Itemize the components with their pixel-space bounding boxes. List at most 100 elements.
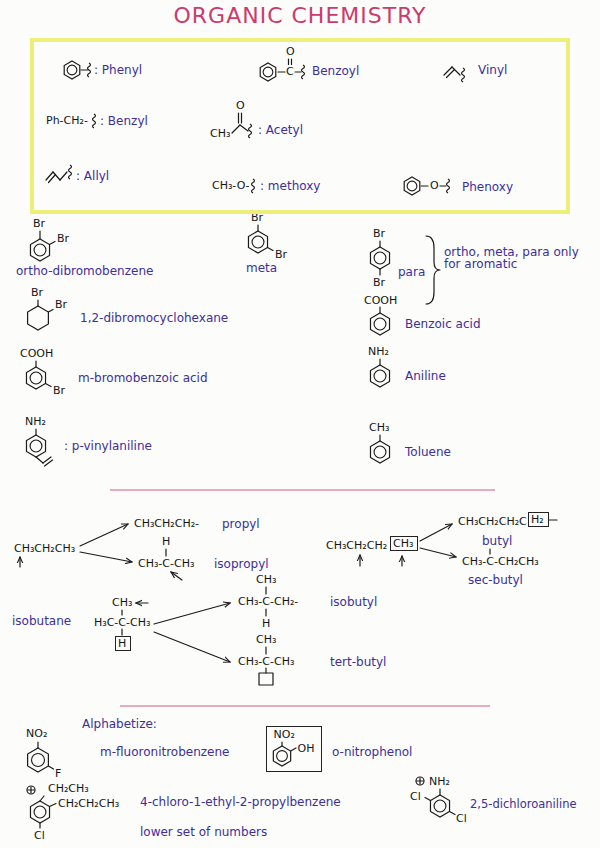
bond: [295, 71, 301, 72]
double-bond: [291, 59, 292, 65]
benzene-ring: [26, 435, 45, 457]
double-bond: [49, 175, 56, 183]
arrow: [80, 552, 132, 562]
chemical-formula: CH₃-O-: [212, 180, 250, 191]
chemical-formula: O: [236, 100, 245, 111]
boxed-atom-text: H₂: [531, 514, 544, 525]
chemical-formula: CH₃-C-CH₃: [138, 558, 194, 569]
compound-name: : p-vinylaniline: [64, 440, 152, 452]
arrow: [80, 524, 128, 546]
benzene-ring: [370, 441, 389, 463]
bond: [50, 242, 56, 245]
bond: [265, 587, 266, 594]
compound-name: isobutane: [12, 615, 71, 627]
compound-name: : methoxy: [260, 180, 320, 192]
divider-line: [110, 489, 495, 490]
bond: [35, 429, 36, 435]
compound-name: : Allyl: [76, 170, 109, 182]
compound-name: isopropyl: [214, 558, 269, 570]
compound-name: propyl: [222, 518, 260, 530]
chemical-formula: CH₃CH₂CH₂C: [458, 516, 527, 527]
bond: [450, 812, 456, 815]
chemical-formula: C: [286, 66, 294, 77]
chemical-formula: H₃C-C-CH₃: [94, 617, 150, 628]
compound-name: isobutyl: [330, 596, 377, 608]
compound-name: Alphabetize:: [82, 718, 157, 730]
compound-name: Vinyl: [478, 64, 507, 76]
chemical-formula: NH₂: [368, 346, 389, 357]
double-bond: [241, 113, 242, 123]
chemical-formula: O: [286, 46, 295, 57]
arrow: [171, 572, 182, 580]
benzene-ring: [404, 177, 420, 195]
compound-name: : Acetyl: [258, 124, 303, 136]
bond: [39, 231, 40, 239]
bond: [37, 742, 38, 748]
arrow: [420, 524, 452, 541]
boxed-atom-text: CH₃: [393, 538, 413, 549]
chemical-formula: NH₂: [25, 416, 46, 427]
curly-bracket: [426, 236, 440, 304]
bond: [265, 668, 266, 673]
chemical-formula: CH₂CH₃: [48, 783, 89, 794]
compound-name: ortho, meta, para only for aromatic: [444, 246, 592, 270]
compound-name: Benzoic acid: [405, 318, 481, 330]
page-title: ORGANIC CHEMISTRY: [0, 5, 600, 27]
compound-name: 2,5-dichloroaniline: [470, 799, 577, 811]
arrow: [154, 603, 230, 624]
double-bond: [447, 70, 455, 78]
compound-name: : Phenyl: [94, 64, 142, 76]
chemical-formula: Br: [55, 299, 67, 310]
chemical-formula: Br: [33, 218, 45, 229]
chemical-formula: CH₃CH₂CH₂-: [134, 518, 199, 529]
chemical-formula: COOH: [20, 348, 53, 359]
compound-name: 4-chloro-1-ethyl-2-propylbenzene: [140, 796, 341, 808]
arrow: [401, 556, 402, 566]
bond: [37, 300, 38, 306]
bond: [50, 804, 57, 807]
attachment-squiggle: [69, 165, 72, 179]
bond: [379, 359, 380, 365]
compound-name: sec-butyl: [468, 574, 523, 586]
compound-name: m-bromobenzoic acid: [78, 372, 208, 384]
chemical-formula: Ph-CH₂-: [46, 115, 88, 126]
benzene-ring: [64, 61, 80, 79]
bond: [48, 310, 53, 313]
boxed-group: CH₃: [390, 536, 418, 551]
arrow: [420, 548, 456, 557]
attachment-squiggle: [252, 179, 255, 193]
compound-name: lower set of numbers: [140, 826, 267, 838]
attachment-squiggle: [462, 68, 465, 82]
chemical-formula: Br: [31, 287, 43, 298]
bond: [425, 798, 431, 801]
double-bond: [288, 59, 289, 65]
position-mark: [30, 787, 31, 793]
bond: [40, 796, 44, 801]
bond: [379, 307, 380, 313]
chemical-formula: COOH: [364, 295, 397, 306]
compound-name: Toluene: [405, 446, 451, 458]
benzene-ring: [273, 746, 290, 766]
bond: [60, 172, 67, 180]
chemical-formula: O: [430, 180, 439, 191]
chemical-formula: H: [262, 618, 270, 629]
compound-name: Phenoxy: [462, 181, 513, 193]
cyclohexane-ring: [28, 306, 49, 330]
benzene-ring: [370, 313, 389, 335]
bond: [35, 361, 36, 367]
chemical-formula: Cl: [34, 830, 45, 841]
arrow: [154, 632, 230, 662]
bond: [48, 766, 53, 769]
chemical-formula: CH₃-C-CH₃: [238, 656, 294, 667]
chemical-formula: Br: [57, 233, 69, 244]
chemical-formula: CH₃CH₂CH₃: [14, 543, 75, 554]
benzene-ring: [430, 795, 449, 817]
benzene-ring: [28, 748, 49, 772]
bond: [421, 185, 428, 186]
bond: [165, 549, 166, 556]
benzene-ring: [370, 247, 389, 269]
bond: [281, 742, 282, 746]
bond: [278, 71, 285, 72]
benzene-ring: [30, 801, 49, 823]
